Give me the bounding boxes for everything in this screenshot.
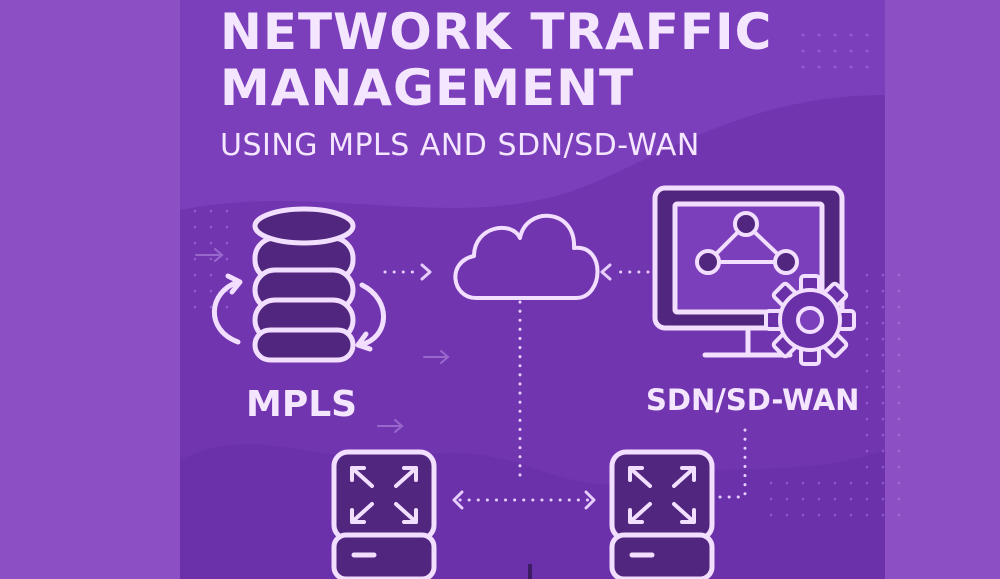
page-subtitle: USING MPLS AND SDN/SD-WAN — [220, 128, 700, 163]
connector-arrowheads — [420, 263, 612, 510]
dot-grid-decoration — [795, 20, 875, 80]
sdn-sdwan-label: SDN/SD-WAN — [646, 383, 860, 417]
arrow-right-icon — [423, 350, 450, 364]
arrow-right-icon — [377, 419, 404, 433]
cloud-icon — [453, 213, 600, 300]
connector-lines — [383, 270, 747, 502]
gear-icon — [764, 274, 856, 366]
router-icon — [331, 449, 437, 579]
page-title-line-2: MANAGEMENT — [220, 59, 635, 117]
page-title-line-1: NETWORK TRAFFIC — [220, 3, 773, 61]
database-icon — [211, 206, 386, 363]
dot-grid-decoration — [860, 270, 900, 530]
arrow-right-icon — [195, 248, 224, 262]
network-triangle-icon — [695, 211, 799, 275]
dot-grid-decoration — [770, 480, 860, 530]
mpls-label: MPLS — [246, 384, 358, 425]
router-icon — [609, 449, 715, 579]
